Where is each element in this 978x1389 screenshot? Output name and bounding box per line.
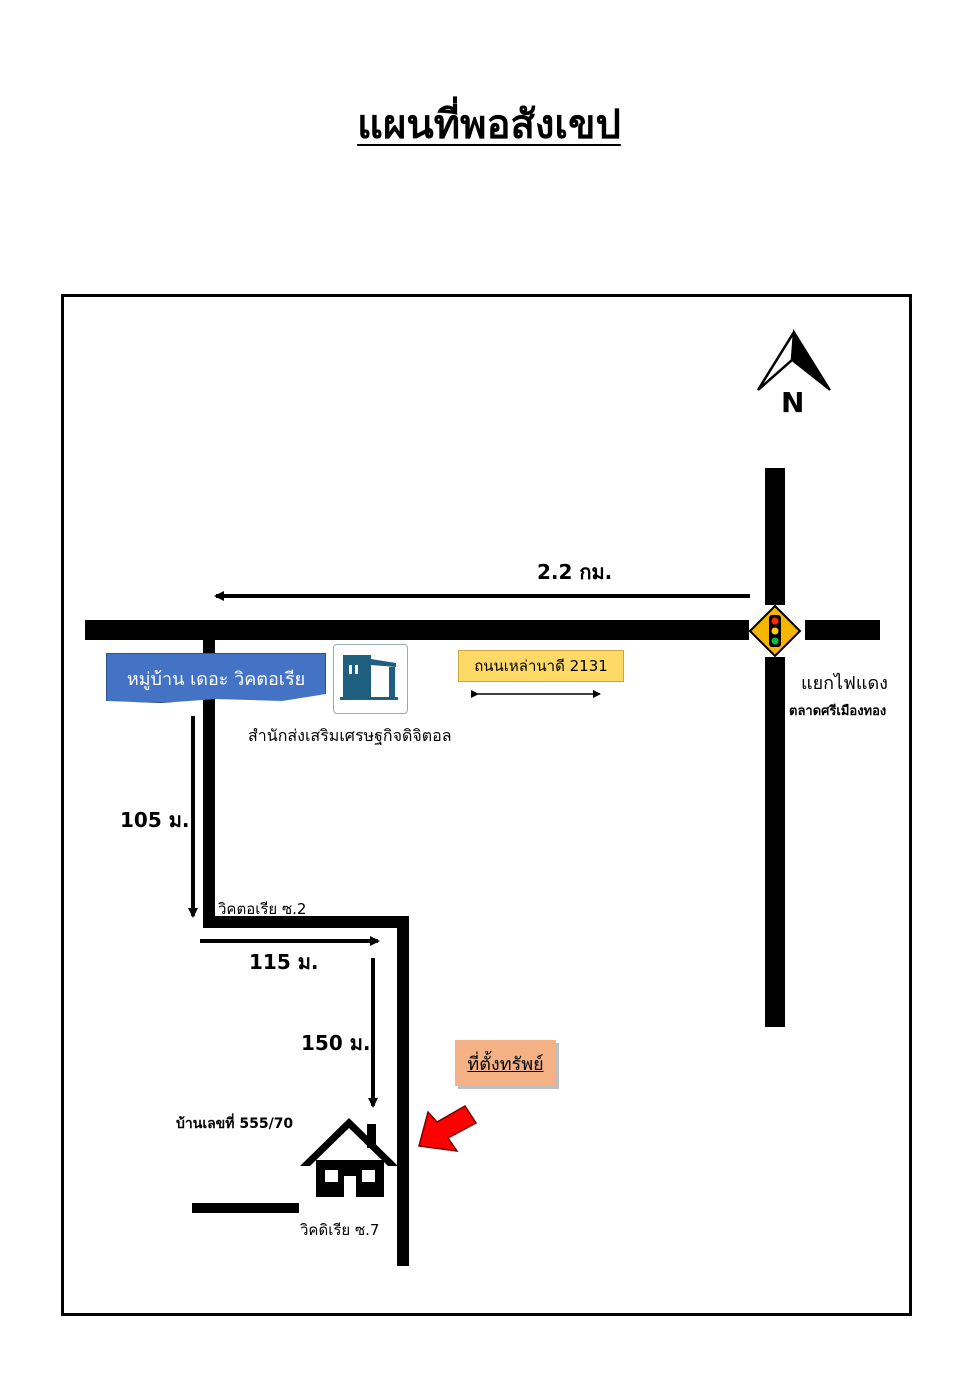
main-road [85, 620, 749, 640]
village-road [203, 640, 215, 926]
first-leg-distance: 105 ม. [120, 808, 190, 832]
soi-2-road [203, 916, 409, 928]
property-location-box: ที่ตั้งทรัพย์ [455, 1040, 556, 1086]
market-name: ตลาดศรีเมืองทอง [789, 704, 887, 719]
traffic-light-icon [748, 604, 802, 658]
intersection-name: แยกไฟแดง [801, 673, 888, 694]
village-banner: หมู่บ้าน เดอะ วิคตอเรีย [106, 653, 326, 703]
property-pointer-icon [418, 1104, 478, 1152]
main-road-east [805, 620, 880, 640]
house-number-label: บ้านเลขที่ 555/70 [176, 1116, 294, 1132]
cross-road-south [765, 657, 785, 1027]
second-leg-distance: 115 ม. [249, 950, 319, 974]
third-leg-distance: 150 ม. [301, 1031, 371, 1055]
north-arrow-icon [756, 328, 831, 391]
property-location-label: ที่ตั้งทรัพย์ [467, 1053, 544, 1075]
soi-2-label: วิคตอเรีย ซ.2 [218, 900, 307, 918]
road-name-sign: ถนนเหล่านาดี 2131 [458, 650, 624, 682]
office-label: สำนักส่งเสริมเศรษฐกิจดิจิตอล [248, 726, 452, 745]
soi-7-road [192, 1203, 299, 1213]
soi-7-label: วิคดิเรีย ซ.7 [300, 1221, 380, 1239]
soi-main-road [397, 916, 409, 1266]
cross-road-north [765, 468, 785, 605]
office-icon [333, 644, 408, 714]
page-title: แผนที่พอสังเขป [357, 101, 621, 148]
compass-n-label: N [781, 386, 805, 419]
house-icon [300, 1118, 398, 1197]
map-frame [61, 294, 912, 1316]
main-road-distance: 2.2 กม. [537, 560, 613, 584]
